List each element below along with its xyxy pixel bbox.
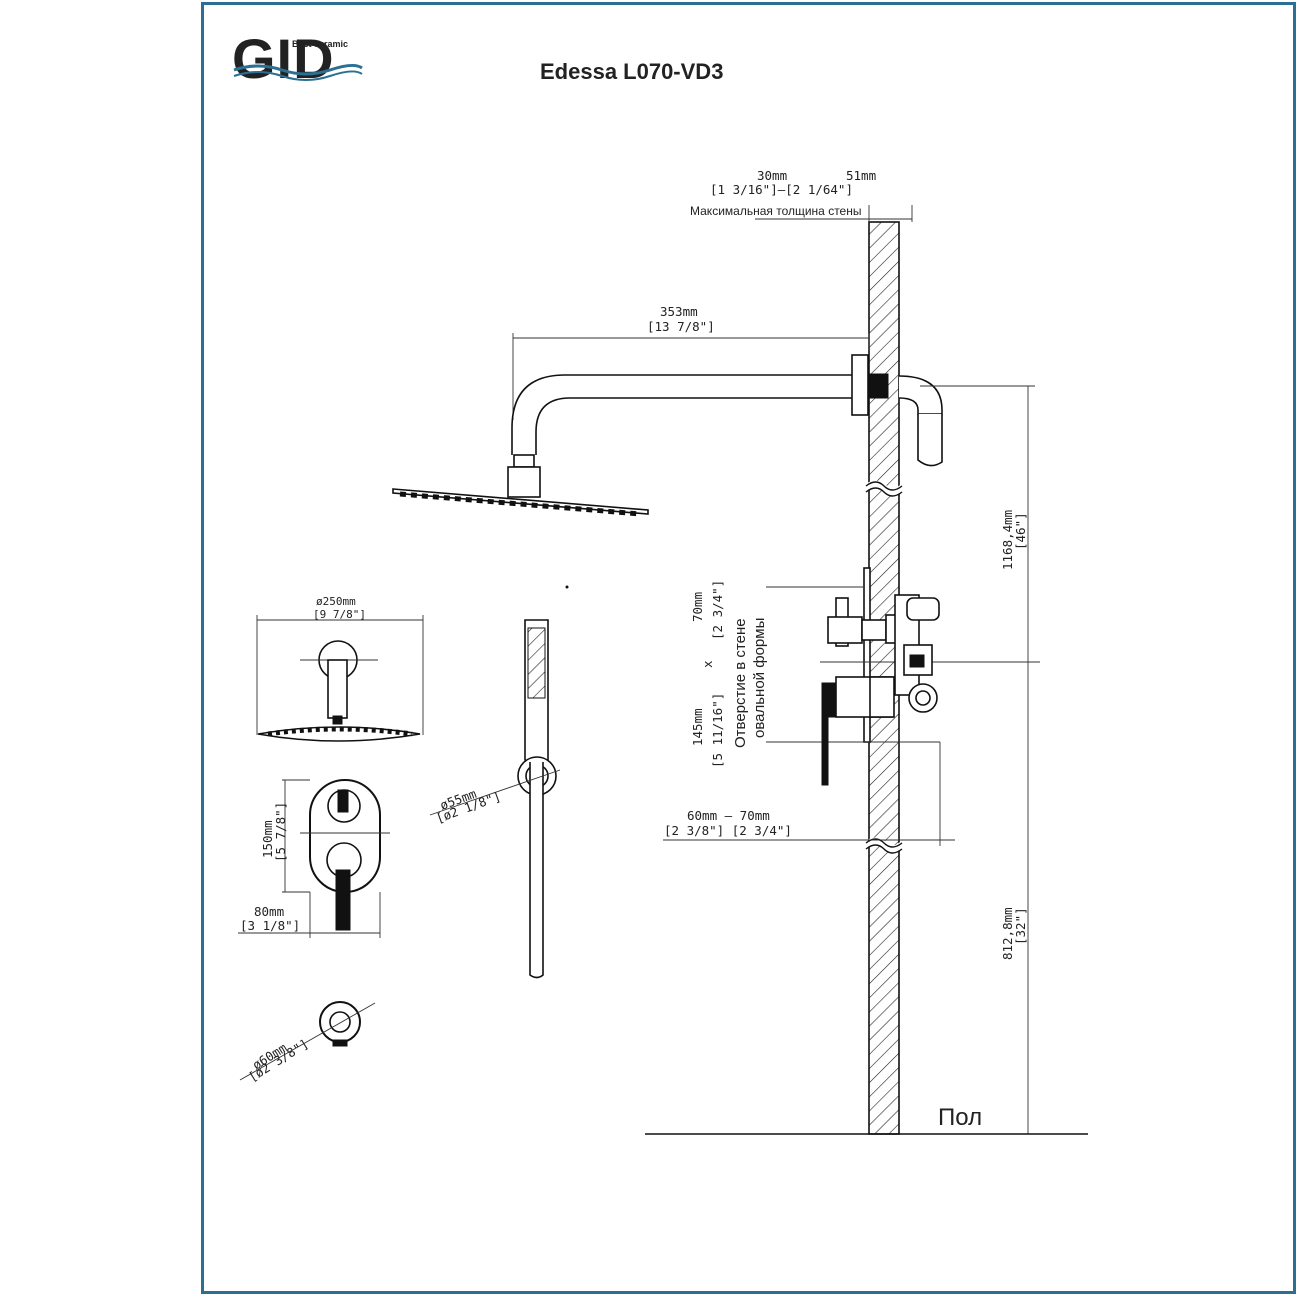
- mixer-height-in: [32"]: [1013, 907, 1028, 945]
- brand-logo: GID Best ceramic: [232, 27, 363, 90]
- water-outlet: ø60mm [ø2 3/8"]: [239, 1001, 376, 1085]
- plate-width-in: [3 1/8"]: [240, 918, 300, 933]
- head-diameter-in: [9 7/8"]: [313, 608, 366, 621]
- logo-wave: [233, 63, 363, 76]
- wall-min-mm: 30mm: [757, 168, 787, 183]
- install-depth-dimension: 60mm — 70mm [2 3/8"] [2 3/4"]: [663, 742, 955, 846]
- mixer-height-mm: 812,8mm: [1000, 907, 1015, 960]
- hand-shower: ø55mm [ø2 1/8"]: [429, 619, 561, 979]
- wall-inches: [1 3/16"]—[2 1/64"]: [710, 182, 853, 197]
- hole-label-2: овальной формы: [751, 618, 768, 738]
- hole-times: x: [700, 660, 715, 668]
- head-height-in: [46"]: [1013, 512, 1028, 550]
- head-diameter-mm: ø250mm: [316, 595, 356, 608]
- page-title: Edessa L070-VD3: [540, 59, 723, 84]
- arm-length-in: [13 7/8"]: [647, 319, 715, 334]
- arm-length-dimension: 353mm [13 7/8"]: [512, 304, 870, 420]
- hole-width-in: [2 3/4"]: [710, 580, 725, 640]
- depth-mm: 60mm — 70mm: [687, 808, 770, 823]
- wall-max-mm: 51mm: [846, 168, 876, 183]
- plate-width-mm: 80mm: [254, 904, 284, 919]
- mixer-plate-front: 150mm [5 7/8"] 80mm [3 1/8"]: [238, 779, 390, 938]
- wall-thickness-label: Максимальная толщина стены: [690, 204, 861, 218]
- wall-thickness-dimension: 30mm 51mm [1 3/16"]—[2 1/64"] Максимальн…: [690, 168, 913, 222]
- hole-height-in: [5 11/16"]: [710, 693, 725, 768]
- overhead-shower-side: [392, 354, 943, 517]
- hole-height-mm: 145mm: [690, 708, 705, 746]
- hole-label-1: Отверстие в стене: [732, 618, 749, 748]
- floor-label: Пол: [938, 1104, 982, 1131]
- floor-line: Пол: [645, 1104, 1088, 1135]
- logo-tagline: Best ceramic: [292, 39, 348, 49]
- drawing-frame: [201, 2, 1296, 1294]
- wall-hole-dimensions: 70mm [2 3/4"] x 145mm [5 11/16"] Отверст…: [690, 580, 768, 768]
- head-height-mm: 1168,4mm: [1000, 510, 1015, 570]
- overhead-shower-front: ø250mm [9 7/8"]: [256, 595, 424, 742]
- arm-length-mm: 353mm: [660, 304, 698, 319]
- depth-in: [2 3/8"] [2 3/4"]: [664, 823, 792, 838]
- head-height-dimension: 1168,4mm [46"]: [920, 385, 1035, 662]
- plate-height-mm: 150mm: [260, 820, 275, 858]
- plate-height-in: [5 7/8"]: [273, 802, 288, 862]
- logo-text: GID: [232, 27, 335, 90]
- hole-width-mm: 70mm: [690, 592, 705, 622]
- mixer-height-dimension: 812,8mm [32"]: [1000, 662, 1029, 1134]
- mixer-side-view: [766, 567, 1040, 786]
